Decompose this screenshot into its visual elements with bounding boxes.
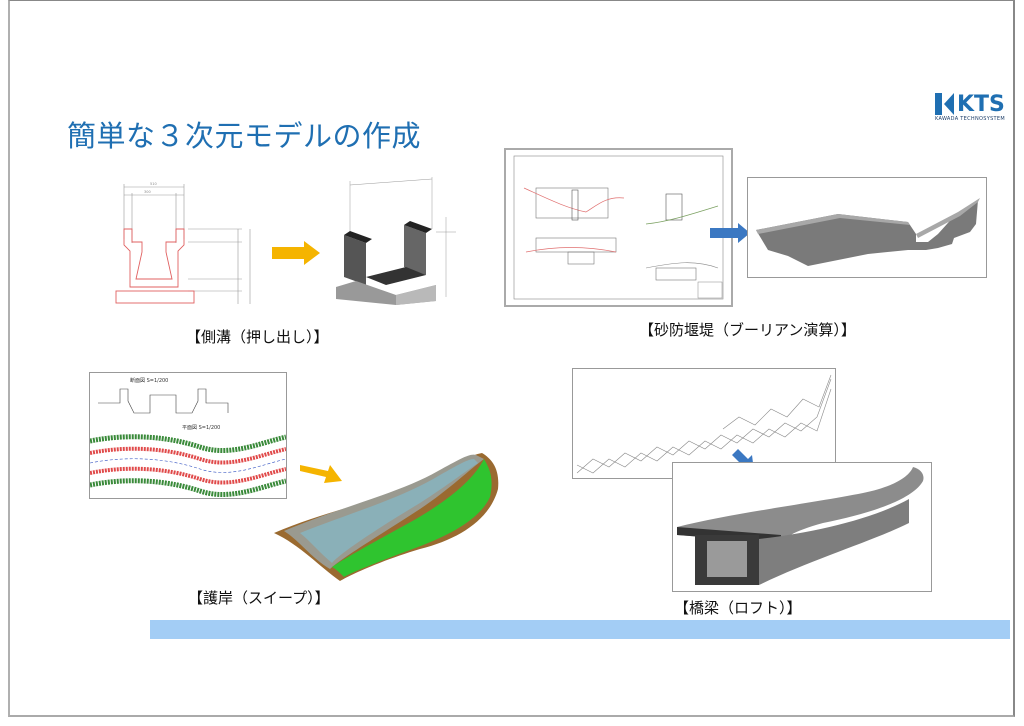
side-ditch-3d-model bbox=[336, 177, 456, 305]
revetment-drawing-lines: 断面図 S=1/200 平面図 S=1/200 bbox=[90, 377, 286, 497]
side-ditch-drawing: 510 300 bbox=[115, 182, 251, 304]
sabo-dam-drawing-lines bbox=[513, 155, 724, 300]
sabo-dam-3d-model bbox=[747, 177, 987, 278]
revetment-drawing: 断面図 S=1/200 平面図 S=1/200 bbox=[89, 372, 287, 499]
logo-text: KTS bbox=[957, 92, 1005, 117]
sabo-dam-drawing bbox=[504, 148, 733, 307]
svg-text:510: 510 bbox=[150, 182, 157, 186]
section-label: 断面図 S=1/200 bbox=[130, 377, 168, 384]
bridge-wireframe-lines bbox=[576, 374, 832, 474]
slide-title: 簡単な３次元モデルの作成 bbox=[67, 119, 422, 153]
caption-bridge: 【橋梁（ロフト）】 bbox=[674, 599, 802, 617]
svg-text:300: 300 bbox=[144, 190, 151, 194]
logo-subtitle: KAWADA TECHNOSYSTEM bbox=[935, 116, 1005, 122]
bridge-3d-model bbox=[672, 462, 932, 592]
caption-sabo-dam: 【砂防堰堤（ブーリアン演算）】 bbox=[639, 321, 856, 339]
bridge-wireframe bbox=[572, 368, 836, 479]
bridge-3d-shape bbox=[677, 467, 924, 585]
plan-label: 平面図 S=1/200 bbox=[182, 425, 220, 431]
accent-bar bbox=[150, 620, 1010, 639]
sabo-dam-3d-shape bbox=[756, 198, 980, 266]
revetment-3d-model bbox=[274, 453, 499, 581]
arrow-right-icon bbox=[710, 223, 750, 243]
arrow-down-right-icon bbox=[300, 465, 342, 483]
kts-logo-mark-icon bbox=[935, 93, 954, 115]
slide: 簡単な３次元モデルの作成 KTS KAWADA TECHNOSYSTEM 510… bbox=[8, 0, 1015, 717]
caption-revetment: 【護岸（スイープ）】 bbox=[188, 589, 330, 607]
caption-side-ditch: 【側溝（押し出し）】 bbox=[186, 328, 329, 346]
arrow-right-icon bbox=[272, 241, 320, 265]
kts-logo: KTS KAWADA TECHNOSYSTEM bbox=[935, 92, 1009, 124]
